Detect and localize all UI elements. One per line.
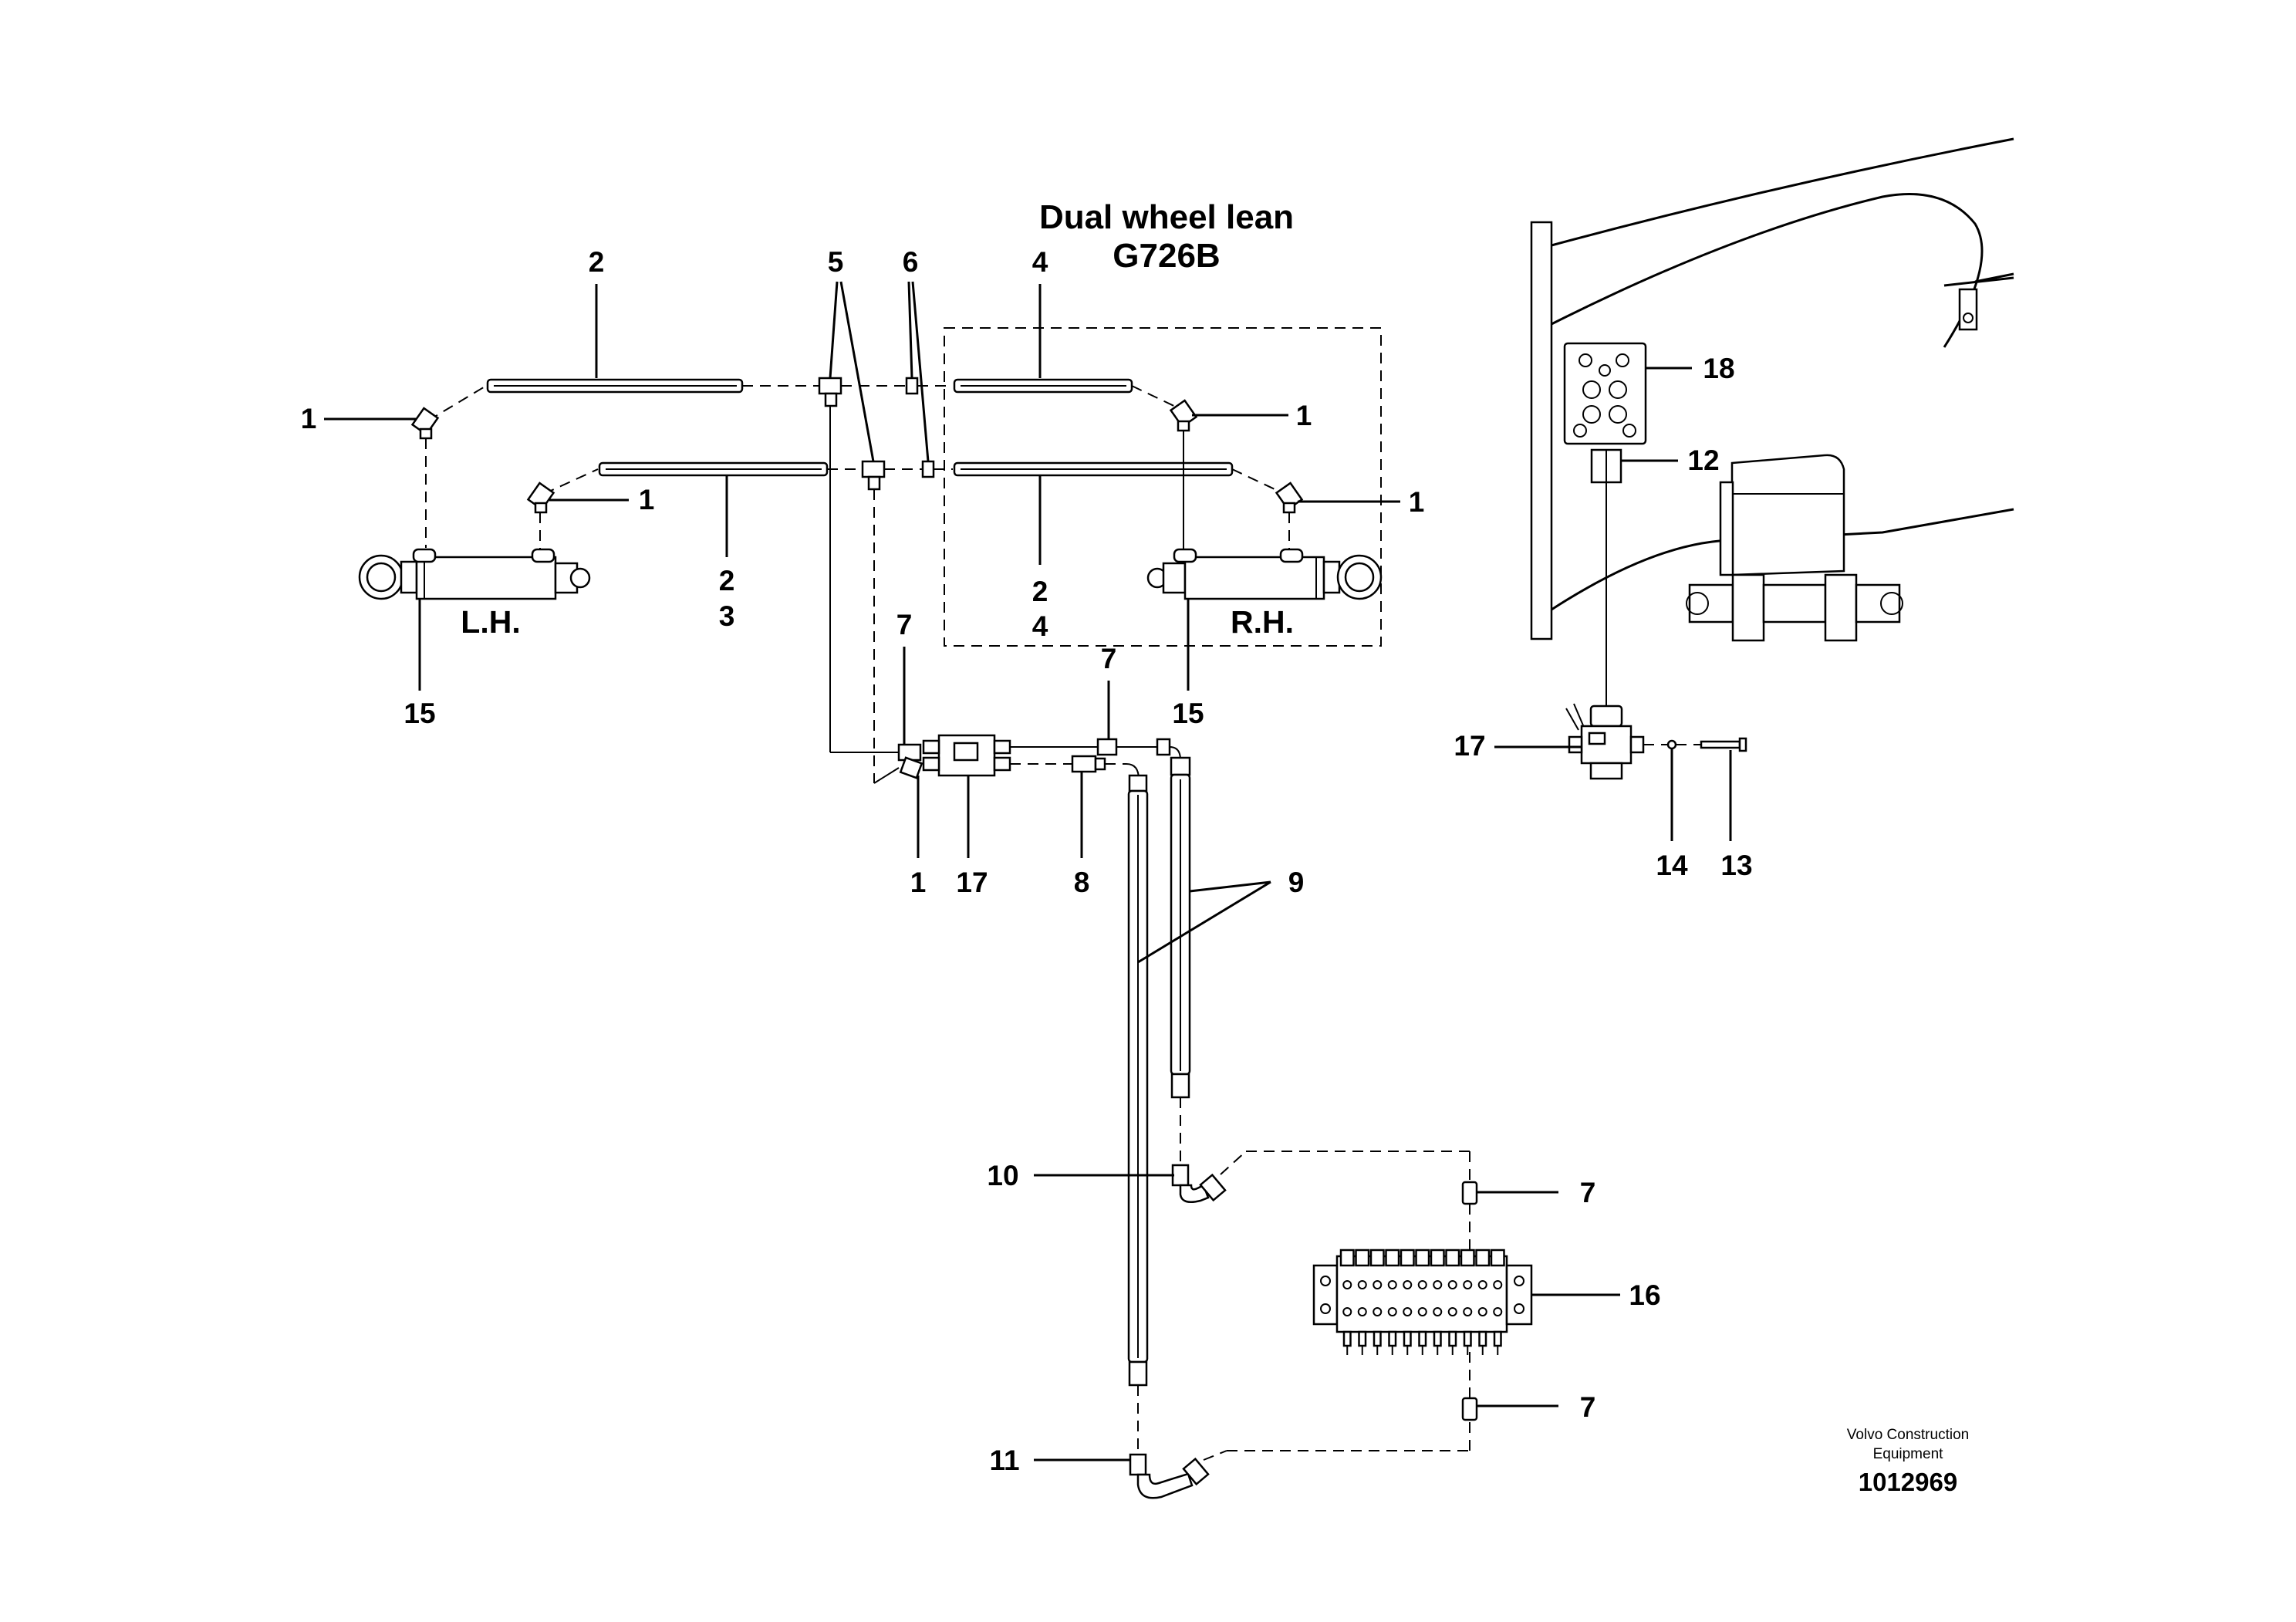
- title-line-1: Dual wheel lean: [1039, 198, 1294, 236]
- valve-17-right: [1565, 703, 1645, 780]
- company-name-line-2: Equipment: [1873, 1446, 1944, 1462]
- right-lean-cylinder: [1146, 548, 1383, 600]
- callout-11: 11: [989, 1445, 1019, 1476]
- callout-2-mid-left: 2: [719, 565, 735, 596]
- footer: Volvo Construction Equipment 1012969: [1847, 1427, 1969, 1496]
- valve-section: [1460, 1249, 1475, 1355]
- elbow-hose-10: [1171, 1164, 1227, 1203]
- callout-13: 13: [1720, 850, 1752, 881]
- callout-2-top-left: 2: [589, 246, 605, 278]
- valve-section: [1355, 1249, 1370, 1355]
- callout-4-mid-right: 4: [1032, 610, 1048, 642]
- elbow-fitting-1-right-lower: [1275, 482, 1304, 514]
- callout-1-bottom: 1: [910, 867, 927, 898]
- callout-12: 12: [1687, 444, 1719, 476]
- fitting-8: [1071, 755, 1106, 773]
- callout-5: 5: [828, 246, 844, 278]
- lower-hose-row: [543, 460, 1285, 495]
- cylinder-label-rh: R.H.: [1231, 604, 1294, 640]
- fitting-7-lower-right: [1461, 1397, 1478, 1421]
- callout-17-bottom: 17: [956, 867, 988, 898]
- callout-7-lower-right: 7: [1580, 1391, 1596, 1423]
- elbow-fitting-1-left-upper: [410, 407, 440, 440]
- valve-sections: [1339, 1249, 1505, 1355]
- left-lean-cylinder: [358, 548, 591, 600]
- callout-numbers: 2 5 6 4 18 1 1 1 1 12 2 3 2 4 7 7 15 15 …: [301, 246, 1753, 1476]
- company-name-line-1: Volvo Construction: [1847, 1427, 1969, 1443]
- upper-hose-row: [427, 377, 1181, 421]
- valve-section: [1415, 1249, 1430, 1355]
- washer-14: [1666, 739, 1677, 750]
- callout-18: 18: [1703, 353, 1734, 384]
- leader-lines: [324, 281, 1732, 1461]
- callout-7-upper-right: 7: [1580, 1177, 1596, 1208]
- diagram-title: Dual wheel lean G726B: [1039, 198, 1294, 275]
- valve-section: [1339, 1249, 1355, 1355]
- control-valve-bank-16: [1312, 1255, 1533, 1333]
- callout-10: 10: [987, 1160, 1018, 1191]
- axle-housing: [1686, 454, 1903, 642]
- callout-1-left: 1: [301, 403, 317, 434]
- valve-section: [1385, 1249, 1400, 1355]
- callout-4-top: 4: [1032, 246, 1048, 278]
- callout-8: 8: [1074, 867, 1090, 898]
- valve-block-18: [1563, 342, 1647, 445]
- valve-section: [1490, 1249, 1505, 1355]
- callout-15-right: 15: [1172, 698, 1204, 729]
- tee-fitting-5-lower: [861, 460, 886, 491]
- valve-section: [1445, 1249, 1460, 1355]
- callout-7-left: 7: [896, 609, 913, 640]
- fitting-7-upper-right: [1461, 1181, 1478, 1205]
- valve-section: [1475, 1249, 1491, 1355]
- callout-3: 3: [719, 600, 735, 632]
- cylinder-label-lh: L.H.: [461, 604, 520, 640]
- callout-15-left: 15: [403, 698, 435, 729]
- document-number: 1012969: [1859, 1468, 1957, 1496]
- vehicle-frame: [1530, 137, 2014, 640]
- dual-wheel-lean-box: [944, 327, 1382, 647]
- adapter-6-upper: [905, 377, 919, 395]
- callout-14: 14: [1656, 850, 1688, 881]
- adapter-6-lower: [921, 460, 935, 478]
- valve-section: [1430, 1249, 1445, 1355]
- elbow-hose-11: [1129, 1453, 1210, 1499]
- callout-6: 6: [903, 246, 919, 278]
- callout-16: 16: [1629, 1279, 1660, 1311]
- callout-17-right: 17: [1454, 730, 1485, 762]
- elbow-fitting-1-left-lower: [526, 482, 555, 514]
- bolt-13: [1700, 737, 1747, 752]
- callout-1-right-top: 1: [1296, 400, 1312, 431]
- callout-1-right: 1: [1409, 486, 1425, 518]
- hose-9-short: [1169, 746, 1191, 1099]
- callout-7-mid: 7: [1101, 643, 1117, 674]
- hose-9-long: [1126, 763, 1149, 1387]
- callout-1-mid: 1: [639, 484, 655, 515]
- valve-block-17: [897, 734, 1011, 779]
- callout-9: 9: [1288, 867, 1305, 898]
- valve-section: [1369, 1249, 1385, 1355]
- fitting-7-mid: [1096, 738, 1118, 756]
- bracket-12: [1590, 448, 1622, 484]
- callout-2-mid-right: 2: [1032, 576, 1048, 607]
- tee-fitting-5-upper: [818, 377, 842, 407]
- valve-section: [1400, 1249, 1415, 1355]
- title-line-2: G726B: [1113, 237, 1220, 275]
